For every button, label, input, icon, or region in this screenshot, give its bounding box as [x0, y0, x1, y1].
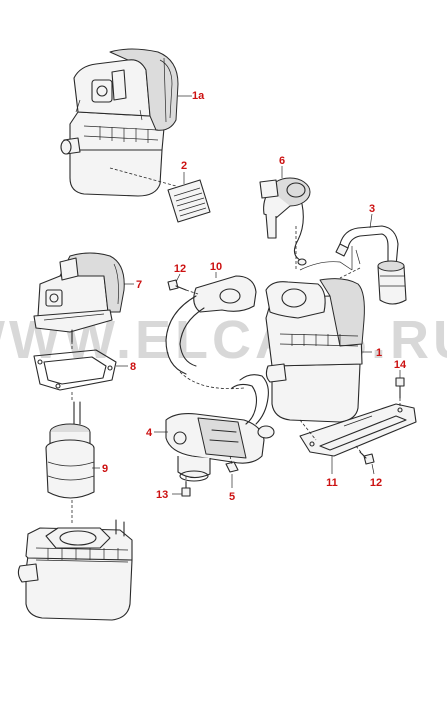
callout-8[interactable]: 8	[130, 361, 136, 373]
callout-1[interactable]: 1	[376, 347, 382, 359]
burner-head-7[interactable]	[33, 252, 125, 343]
callout-4[interactable]: 4	[146, 427, 153, 439]
label-plate-2[interactable]	[167, 179, 211, 223]
callout-12-upper[interactable]: 12	[174, 263, 186, 275]
callouts: 1a 2 6 3 7 12 10 1 8 14 4 9 13 5 11 12	[102, 90, 407, 503]
heater-assembly-1[interactable]	[265, 246, 365, 423]
assembly-lines	[71, 167, 401, 524]
mounting-bracket-11[interactable]	[299, 403, 417, 457]
callout-12-lower[interactable]: 12	[370, 477, 382, 489]
callout-3[interactable]: 3	[369, 203, 375, 215]
callout-14[interactable]: 14	[394, 359, 407, 371]
bolt-12-upper[interactable]	[167, 279, 187, 291]
heater-unit-1a[interactable]	[60, 48, 179, 197]
callout-9[interactable]: 9	[102, 463, 108, 475]
gasket-8[interactable]	[33, 349, 117, 391]
exhaust-pipe-10[interactable]	[165, 275, 257, 389]
callout-6[interactable]: 6	[279, 155, 285, 167]
combustion-chamber-9[interactable]	[45, 401, 95, 499]
callout-10[interactable]: 10	[210, 261, 222, 273]
exhaust-silencer-4[interactable]	[165, 374, 275, 482]
callout-2[interactable]: 2	[181, 160, 187, 172]
bolt-13[interactable]	[181, 481, 191, 497]
callout-5[interactable]: 5	[229, 491, 235, 503]
callout-1a[interactable]: 1a	[192, 90, 205, 102]
bolt-12-lower[interactable]	[359, 451, 375, 465]
leader-lines	[92, 95, 401, 495]
callout-13[interactable]: 13	[156, 489, 168, 501]
coolant-hose-3[interactable]	[335, 225, 407, 305]
callout-7[interactable]: 7	[136, 279, 142, 291]
heater-body-lower[interactable]	[17, 519, 133, 621]
circulation-pump-6[interactable]	[259, 177, 311, 266]
bolt-14[interactable]	[395, 377, 405, 399]
callout-11[interactable]: 11	[326, 477, 338, 489]
